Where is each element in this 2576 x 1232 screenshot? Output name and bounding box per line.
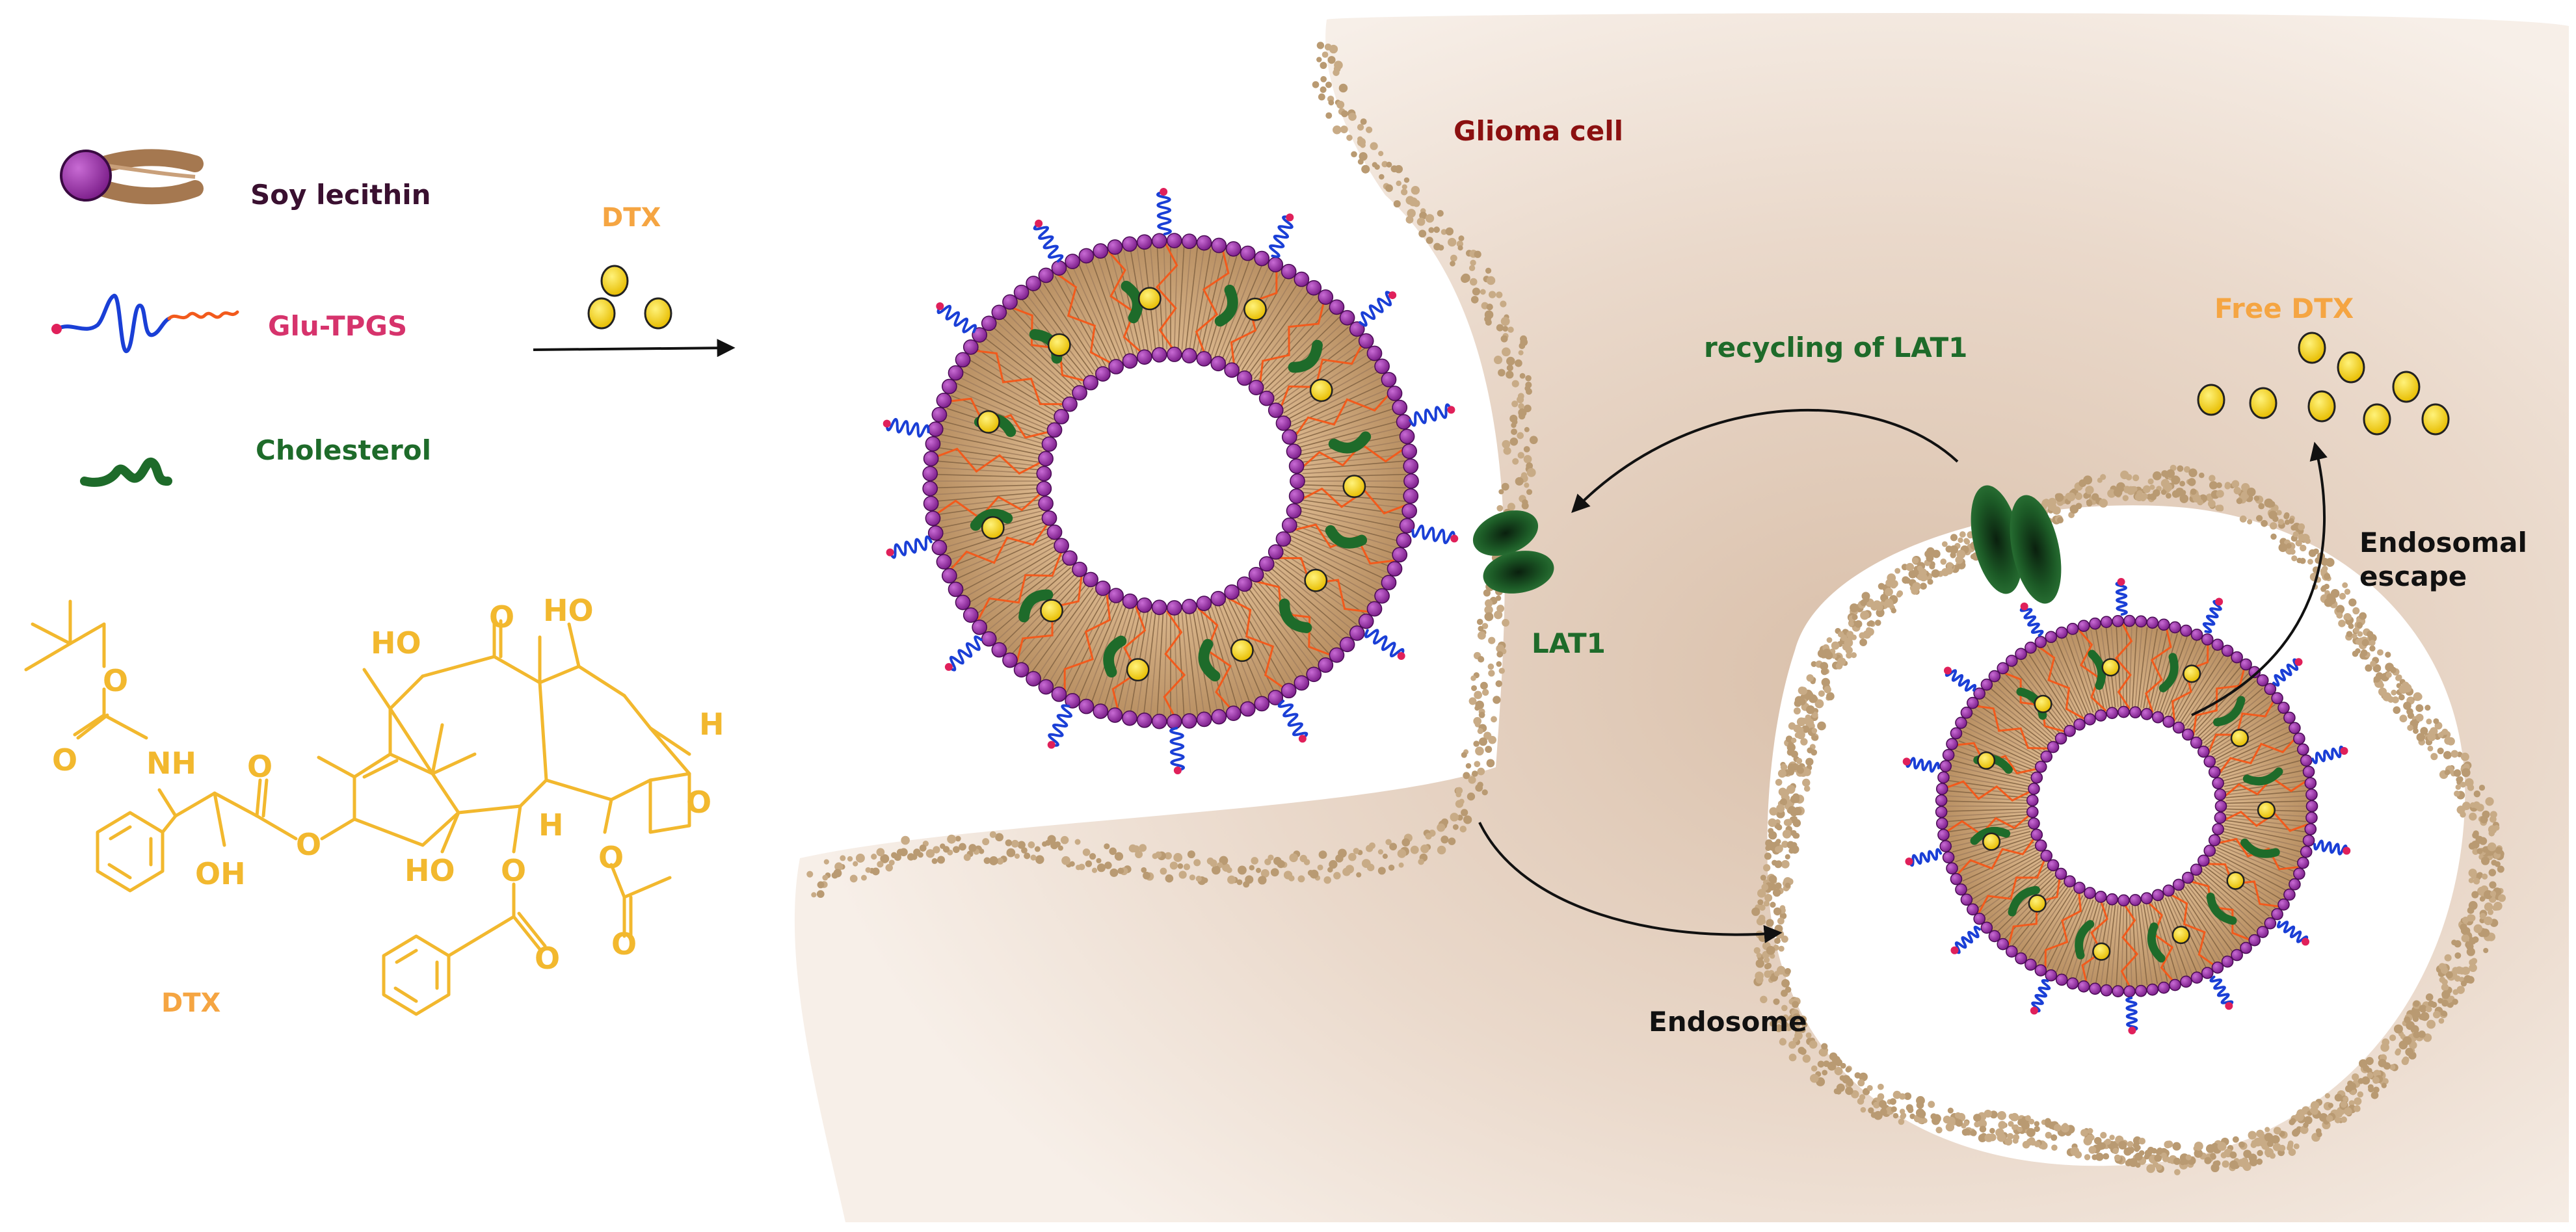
chem-o-benzoyl-2: O bbox=[535, 941, 560, 976]
chem-o-acetyl-2: O bbox=[611, 926, 637, 962]
label-recycling-lat1: recycling of LAT1 bbox=[1704, 332, 1968, 363]
chem-o-oxetane: O bbox=[686, 785, 711, 820]
chem-oh: OH bbox=[195, 856, 246, 891]
label-free-dtx: Free DTX bbox=[2214, 293, 2354, 324]
label-dtx-top: DTX bbox=[602, 203, 661, 233]
label-endosomal-escape-1: Endosomal bbox=[2359, 527, 2527, 558]
label-lat1: LAT1 bbox=[1532, 627, 1606, 659]
chem-o-boc: O bbox=[103, 663, 128, 698]
chem-o-carbonyl: O bbox=[247, 749, 272, 784]
chem-h-2: H bbox=[538, 807, 564, 843]
dtx-chemical-structure bbox=[24, 599, 691, 1016]
chem-ho-2: HO bbox=[543, 593, 594, 628]
chem-o-ester: O bbox=[296, 827, 321, 862]
chem-ho-3: HO bbox=[405, 853, 455, 888]
label-cholesterol: Cholesterol bbox=[256, 434, 431, 466]
dtx-atom-labels: HO O HO O O NH O O OH HO H H O O O O O O bbox=[52, 593, 724, 976]
chem-o-acetyl: O bbox=[598, 840, 624, 875]
chem-h-1: H bbox=[699, 707, 724, 742]
glu-tpgs-icon bbox=[51, 293, 239, 354]
endocytosis-arrow bbox=[1478, 822, 1783, 943]
uptake-arrow bbox=[533, 339, 736, 358]
nanoparticle-endosomal bbox=[1902, 577, 2351, 1035]
chem-ho-1: HO bbox=[371, 625, 421, 661]
chem-nh: NH bbox=[146, 746, 196, 781]
soy-lecithin-icon bbox=[60, 149, 204, 205]
cholesterol-icon bbox=[80, 457, 172, 487]
chem-o-ketone: O bbox=[489, 599, 514, 635]
chem-o-benzoyl: O bbox=[501, 853, 526, 888]
label-glu-tpgs: Glu-TPGS bbox=[268, 310, 408, 342]
label-soy-lecithin: Soy lecithin bbox=[250, 179, 431, 211]
chem-o-boc2: O bbox=[52, 742, 77, 778]
free-dtx-molecules bbox=[2197, 332, 2450, 436]
recycling-arrow bbox=[1571, 408, 1959, 514]
dtx-spheres-legend bbox=[587, 265, 672, 330]
lat1-transporter-endosome bbox=[1971, 485, 2062, 604]
endosomal-escape-arrow bbox=[2191, 441, 2328, 716]
label-dtx-structure: DTX bbox=[161, 988, 221, 1018]
nanoparticle-extracellular bbox=[883, 188, 1459, 774]
label-endosomal-escape-2: escape bbox=[2359, 560, 2467, 592]
lat1-transporter-membrane bbox=[1472, 510, 1554, 594]
label-glioma-cell: Glioma cell bbox=[1454, 115, 1624, 147]
label-endosome: Endosome bbox=[1649, 1006, 1807, 1038]
